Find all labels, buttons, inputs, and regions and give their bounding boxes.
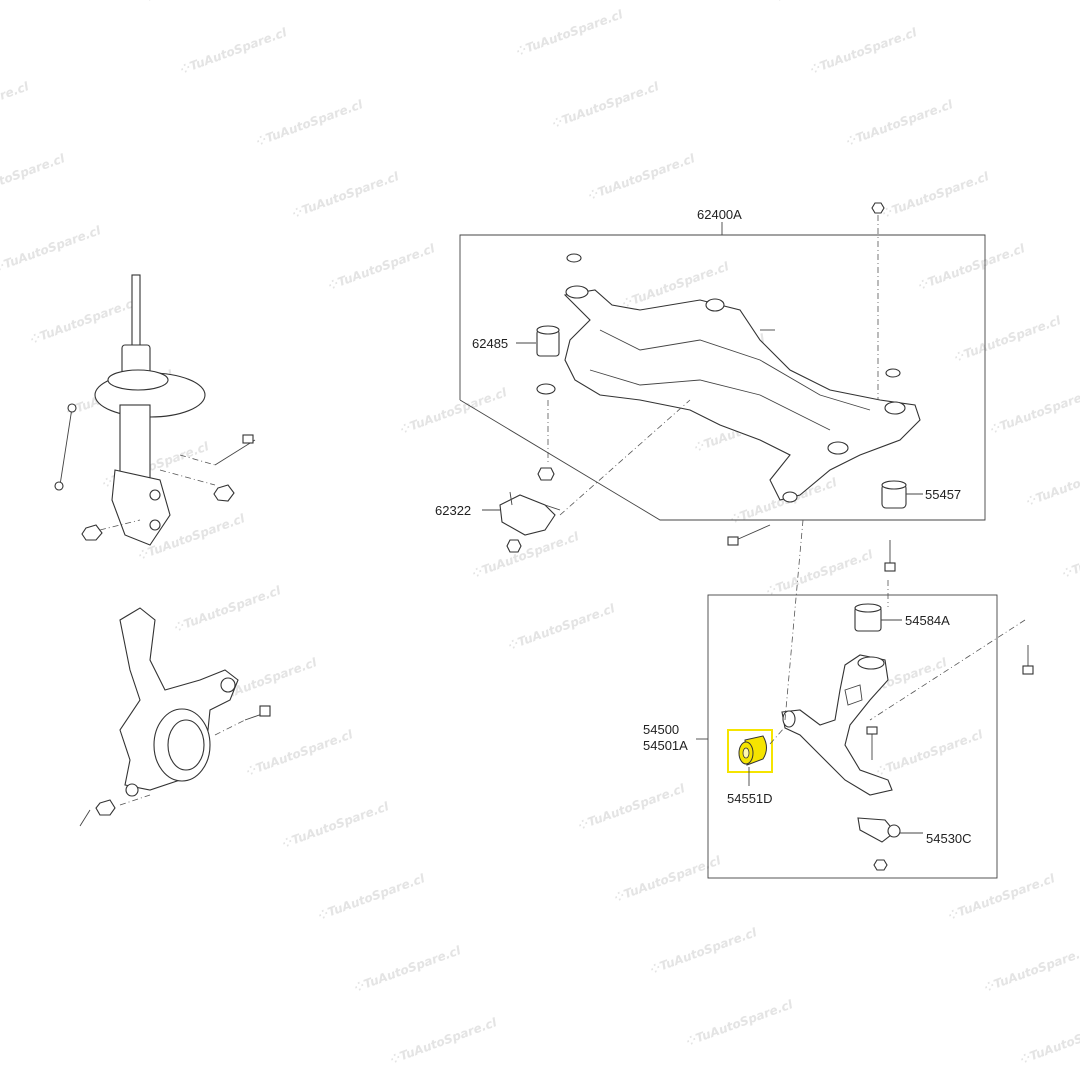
bolt-icon (866, 726, 878, 760)
lower-arm-group: 54500 54501A 54584A 54551D 54530C (643, 519, 1034, 879)
bushing-54551D[interactable] (738, 735, 767, 766)
steering-knuckle[interactable] (79, 607, 271, 827)
nut-icon (213, 484, 235, 502)
washer-icon (566, 253, 582, 263)
nut-icon (537, 467, 555, 481)
bolt-icon (884, 540, 896, 572)
bushing-54584A[interactable] (854, 603, 882, 632)
lower-arm-box (707, 594, 998, 879)
nut-icon (81, 524, 103, 541)
bushing-55457[interactable] (881, 480, 907, 509)
bolt-icon (727, 524, 771, 546)
subframe-part[interactable] (563, 285, 921, 503)
nut-icon (95, 799, 116, 816)
lower-arm-part[interactable] (781, 654, 893, 796)
nut-icon (873, 859, 888, 871)
subframe-group: 62400A 62485 62322 (435, 202, 986, 572)
label-54530C[interactable]: 54530C (926, 831, 972, 846)
label-54501A[interactable]: 54501A (643, 738, 688, 753)
nut-icon (506, 539, 522, 553)
ball-joint-54530C[interactable] (857, 817, 901, 843)
bushing-62485[interactable] (536, 325, 560, 357)
label-54500[interactable]: 54500 (643, 722, 679, 737)
bolt-icon (1022, 645, 1034, 675)
washer-icon (536, 383, 556, 395)
label-54551D[interactable]: 54551D (727, 791, 773, 806)
label-62400A[interactable]: 62400A (697, 207, 742, 222)
label-62485[interactable]: 62485 (472, 336, 508, 351)
label-62322[interactable]: 62322 (435, 503, 471, 518)
subframe-box (459, 234, 986, 521)
label-55457[interactable]: 55457 (925, 487, 961, 502)
strut-assembly[interactable] (54, 274, 256, 546)
highlight-box (727, 729, 773, 773)
washer-icon (885, 368, 901, 378)
bracket-62322[interactable] (499, 491, 561, 536)
nut-icon (871, 202, 885, 214)
label-54584A[interactable]: 54584A (905, 613, 950, 628)
